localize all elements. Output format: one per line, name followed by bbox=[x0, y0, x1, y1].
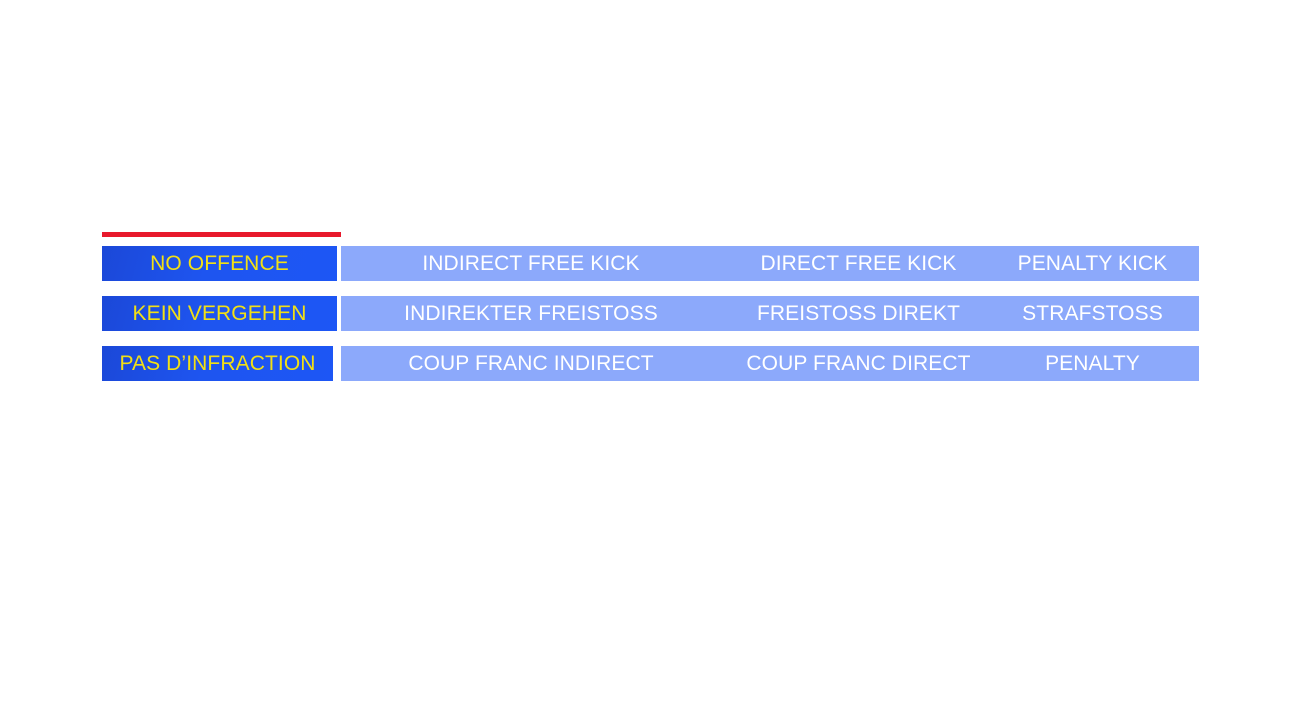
row-key-label: NO OFFENCE bbox=[150, 252, 289, 275]
row-key-cell-german[interactable]: KEIN VERGEHEN bbox=[102, 296, 337, 331]
option-penalty[interactable]: PENALTY bbox=[1045, 352, 1140, 375]
row-options-cell-english: INDIRECT FREE KICK DIRECT FREE KICK PENA… bbox=[341, 246, 1199, 281]
cell-divider bbox=[337, 296, 341, 331]
row-options-cell-german: INDIREKTER FREISTOSS FREISTOSS DIREKT ST… bbox=[341, 296, 1199, 331]
option-coup-franc-direct[interactable]: COUP FRANC DIRECT bbox=[746, 352, 971, 375]
option-indirekter-freistoss[interactable]: INDIREKTER FREISTOSS bbox=[404, 302, 658, 325]
option-coup-franc-indirect[interactable]: COUP FRANC INDIRECT bbox=[408, 352, 654, 375]
row-key-label: KEIN VERGEHEN bbox=[132, 302, 307, 325]
table-row: KEIN VERGEHEN INDIREKTER FREISTOSS FREIS… bbox=[102, 296, 1199, 331]
option-strafstoss[interactable]: STRAFSTOSS bbox=[1022, 302, 1163, 325]
restart-of-play-table: NO OFFENCE INDIRECT FREE KICK DIRECT FRE… bbox=[102, 246, 1199, 381]
cell-divider bbox=[333, 346, 341, 381]
red-accent-rule bbox=[102, 232, 341, 237]
row-key-cell-french[interactable]: PAS D’INFRACTION bbox=[102, 346, 333, 381]
row-key-label: PAS D’INFRACTION bbox=[119, 352, 316, 375]
option-penalty-kick[interactable]: PENALTY KICK bbox=[1017, 252, 1168, 275]
option-indirect-free-kick[interactable]: INDIRECT FREE KICK bbox=[422, 252, 640, 275]
row-key-cell-english[interactable]: NO OFFENCE bbox=[102, 246, 337, 281]
table-row: PAS D’INFRACTION COUP FRANC INDIRECT COU… bbox=[102, 346, 1199, 381]
row-options-cell-french: COUP FRANC INDIRECT COUP FRANC DIRECT PE… bbox=[341, 346, 1199, 381]
table-row: NO OFFENCE INDIRECT FREE KICK DIRECT FRE… bbox=[102, 246, 1199, 281]
cell-divider bbox=[337, 246, 341, 281]
option-freistoss-direkt[interactable]: FREISTOSS DIREKT bbox=[756, 302, 961, 325]
option-direct-free-kick[interactable]: DIRECT FREE KICK bbox=[760, 252, 957, 275]
